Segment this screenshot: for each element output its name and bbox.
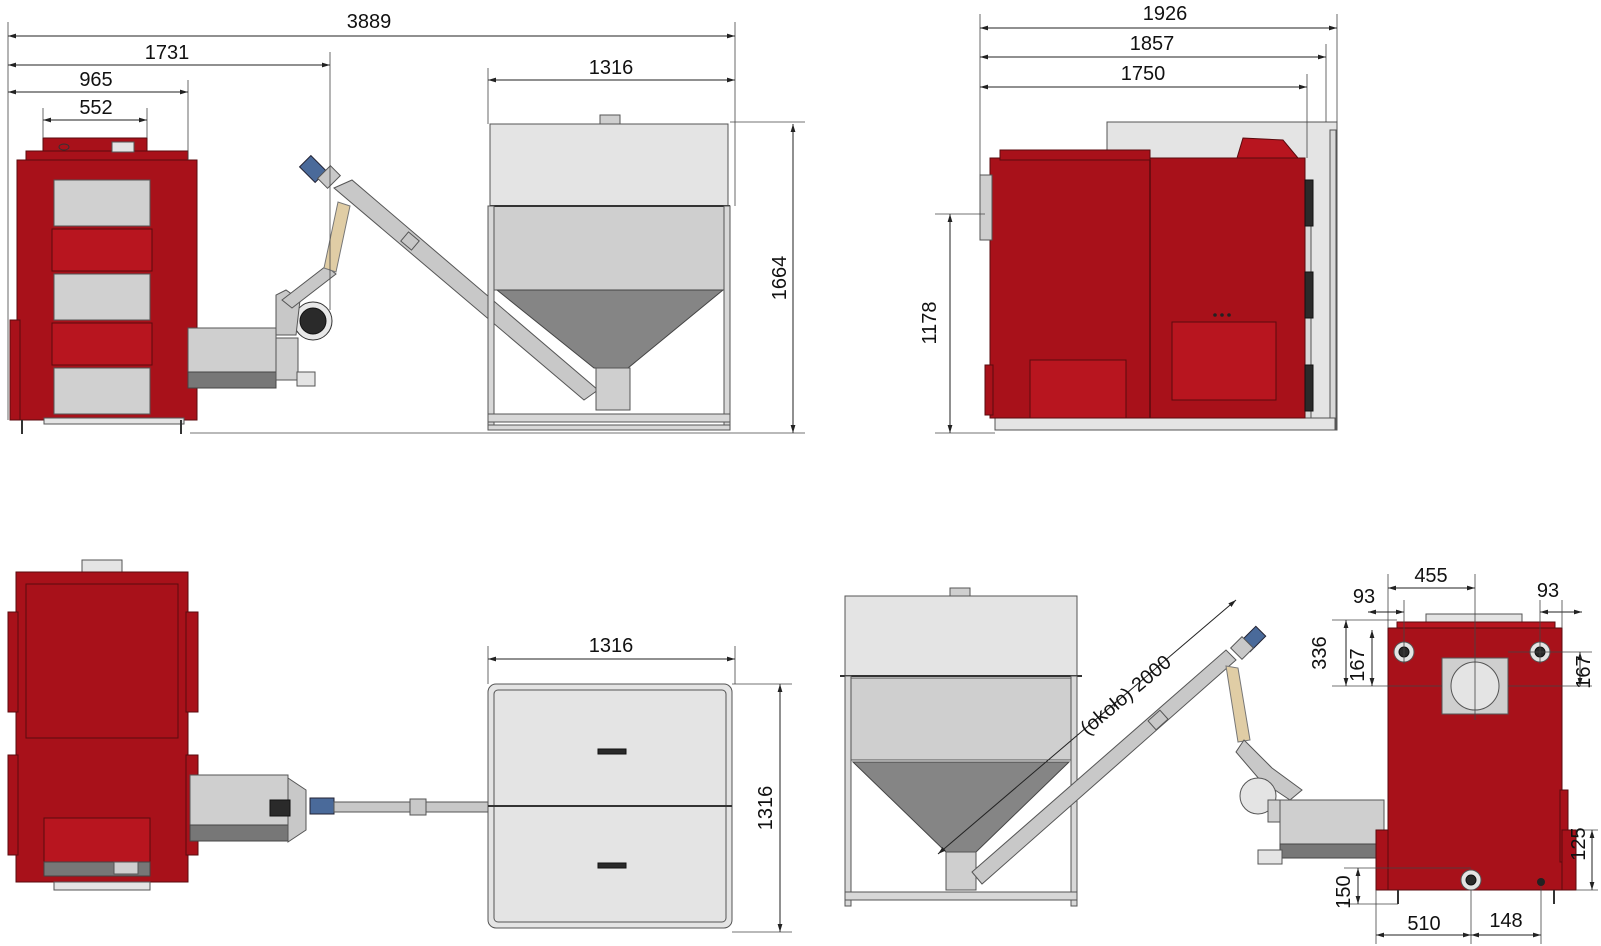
dim-125: 125 — [1568, 827, 1590, 860]
dim-1731: 1731 — [145, 42, 190, 64]
dim-93-left: 93 — [1353, 586, 1375, 608]
dim-1926: 1926 — [1143, 3, 1188, 25]
front-hopper — [487, 114, 731, 431]
dim-336: 336 — [1309, 636, 1331, 669]
front-boiler — [9, 137, 198, 434]
dim-1316-top: 1316 — [589, 635, 634, 657]
dim-1316-front: 1316 — [589, 57, 634, 79]
top-view: 1316 1316 — [7, 559, 792, 933]
front-view: 3889 1731 965 552 1316 1664 — [7, 11, 805, 434]
dim-965: 965 — [79, 69, 112, 91]
dim-1178: 1178 — [919, 301, 941, 344]
top-dimensions: 1316 1316 — [487, 635, 792, 933]
dim-148: 148 — [1489, 910, 1522, 932]
dim-1664: 1664 — [769, 256, 791, 301]
dim-150: 150 — [1333, 875, 1355, 908]
dim-3889: 3889 — [347, 11, 392, 33]
dim-1750: 1750 — [1121, 63, 1166, 85]
dim-1857: 1857 — [1130, 33, 1175, 55]
dim-455: 455 — [1414, 565, 1447, 587]
dim-167-left: 167 — [1347, 648, 1369, 681]
front-burner — [187, 289, 333, 389]
side-dimensions: 1926 1857 1750 1178 — [919, 3, 1338, 434]
rear-view: (około) 2000 455 93 93 336 167 167 — [840, 565, 1598, 944]
dim-1316-side: 1316 — [755, 786, 777, 831]
front-dimensions: 3889 1731 965 552 1316 1664 — [7, 11, 805, 434]
dim-510: 510 — [1407, 913, 1440, 935]
dim-552: 552 — [79, 97, 112, 119]
front-auger — [281, 154, 599, 401]
dim-167-right: 167 — [1573, 655, 1595, 688]
side-view: 1926 1857 1750 1178 — [919, 3, 1338, 434]
dim-93-right: 93 — [1537, 580, 1559, 602]
